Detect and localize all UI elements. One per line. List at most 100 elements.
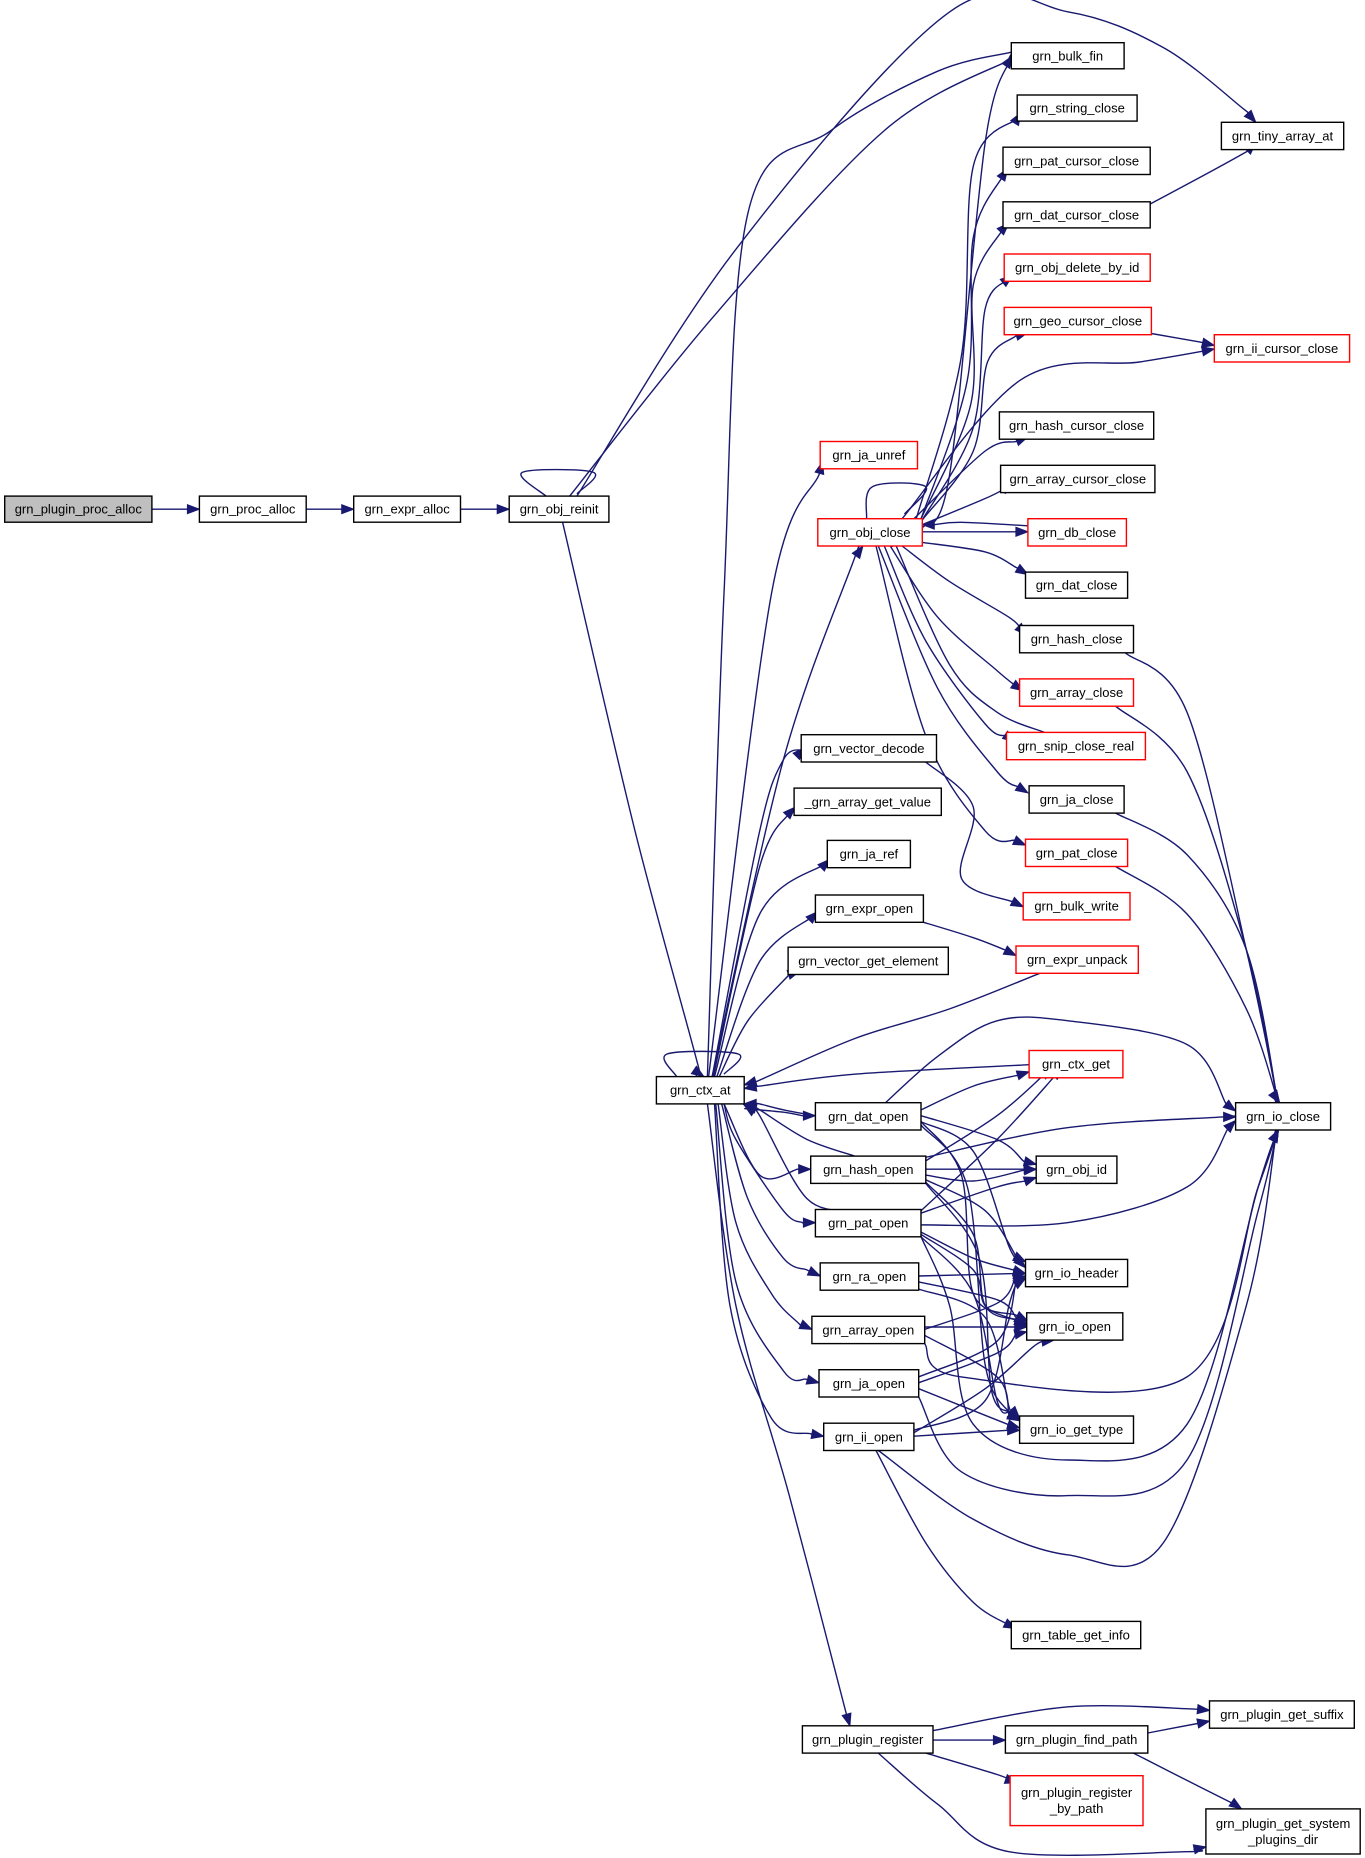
node-box: [787, 946, 949, 976]
function-node-plugin-proc-alloc[interactable]: grn_plugin_proc_alloc: [3, 495, 153, 523]
arrowhead: [1013, 1329, 1029, 1340]
function-node-plugin-find-path[interactable]: grn_plugin_find_path: [1004, 1725, 1149, 1754]
arrowhead: [841, 1712, 852, 1728]
call-edge: [576, 0, 1257, 497]
function-node-ra-open[interactable]: grn_ra_open: [819, 1262, 920, 1291]
function-node-ctx-get[interactable]: grn_ctx_get: [1028, 1049, 1124, 1079]
function-node-io-get-type[interactable]: grn_io_get_type: [1018, 1415, 1135, 1444]
function-node-dat-cursor-close[interactable]: grn_dat_cursor_close: [1002, 201, 1151, 229]
arrowhead: [1022, 1156, 1038, 1167]
node-box: [823, 1422, 915, 1452]
call-edge: [875, 545, 1027, 846]
node-box: [1018, 1415, 1135, 1444]
arrowhead: [1002, 945, 1018, 957]
call-edge: [920, 1121, 1030, 1322]
arrowhead: [1015, 1070, 1031, 1081]
function-node-obj-delete-by-id[interactable]: grn_obj_delete_by_id: [1003, 253, 1151, 282]
function-node-geo-cursor-close[interactable]: grn_geo_cursor_close: [1003, 306, 1153, 336]
function-node-tiny-array-at[interactable]: grn_tiny_array_at: [1220, 121, 1345, 151]
function-node-vector-get-element[interactable]: grn_vector_get_element: [787, 946, 949, 976]
node-label: grn_pat_open: [828, 1216, 908, 1231]
call-edge: [885, 1016, 1237, 1112]
function-node-plugin-get-system-plugins-dir[interactable]: grn_plugin_get_system_plugins_dir: [1205, 1808, 1361, 1855]
function-node-array-close[interactable]: grn_array_close: [1018, 678, 1135, 707]
function-node-expr-alloc[interactable]: grn_expr_alloc: [353, 495, 462, 523]
function-node-ja-open[interactable]: grn_ja_open: [818, 1368, 920, 1398]
edge-line: [922, 541, 1020, 570]
arrowhead: [992, 1734, 1007, 1746]
function-node-expr-open[interactable]: grn_expr_open: [814, 894, 925, 923]
node-box: [1003, 253, 1151, 282]
function-node-ja-close[interactable]: grn_ja_close: [1028, 785, 1125, 814]
call-graph-edges: [151, 0, 1281, 1856]
function-node-array-cursor-close[interactable]: grn_array_cursor_close: [999, 464, 1156, 494]
function-node-ja-unref[interactable]: grn_ja_unref: [819, 440, 919, 470]
function-node-io-header[interactable]: grn_io_header: [1024, 1258, 1129, 1288]
function-node-pat-cursor-close[interactable]: grn_pat_cursor_close: [1002, 146, 1151, 176]
function-node-obj-id[interactable]: grn_obj_id: [1035, 1155, 1118, 1185]
node-label: grn_bulk_fin: [1032, 48, 1103, 63]
function-node-pat-open[interactable]: grn_pat_open: [814, 1208, 922, 1238]
arrowhead: [1007, 1425, 1022, 1436]
function-node-ii-cursor-close[interactable]: grn_ii_cursor_close: [1213, 334, 1351, 363]
function-node-bulk-fin[interactable]: grn_bulk_fin: [1010, 42, 1125, 70]
function-node-pat-close[interactable]: grn_pat_close: [1024, 838, 1129, 868]
node-label: grn_hash_open: [823, 1162, 913, 1177]
function-node-proc-alloc[interactable]: grn_proc_alloc: [198, 495, 307, 523]
function-node-hash-close[interactable]: grn_hash_close: [1018, 624, 1135, 654]
call-edge: [306, 503, 356, 515]
function-node-io-open[interactable]: grn_io_open: [1025, 1312, 1124, 1341]
function-node-ja-ref[interactable]: grn_ja_ref: [826, 839, 912, 869]
edge-line: [715, 1103, 809, 1382]
function-node-snip-close-real[interactable]: grn_snip_close_real: [1005, 731, 1147, 761]
node-label: grn_ctx_get: [1042, 1057, 1110, 1072]
function-node-array-get-value[interactable]: _grn_array_get_value: [793, 787, 942, 817]
arrowhead: [1013, 1255, 1027, 1269]
function-node-dat-close[interactable]: grn_dat_close: [1024, 571, 1129, 599]
function-node-hash-cursor-close[interactable]: grn_hash_cursor_close: [998, 411, 1155, 440]
function-node-hash-open[interactable]: grn_hash_open: [810, 1155, 927, 1185]
edge-line: [865, 482, 928, 519]
call-edge: [920, 1067, 1065, 1212]
function-node-bulk-write[interactable]: grn_bulk_write: [1022, 891, 1131, 921]
function-node-array-open[interactable]: grn_array_open: [811, 1315, 926, 1345]
call-edge: [925, 761, 1025, 908]
function-node-db-close[interactable]: grn_db_close: [1027, 518, 1128, 547]
node-box: [1002, 146, 1151, 176]
call-edge: [520, 468, 597, 497]
node-box: [1016, 94, 1138, 122]
node-label: grn_plugin_proc_alloc: [15, 502, 143, 517]
function-node-ii-open[interactable]: grn_ii_open: [823, 1422, 915, 1452]
function-node-io-close[interactable]: grn_io_close: [1234, 1101, 1332, 1131]
node-box: [1205, 1808, 1361, 1855]
function-node-plugin-register-by-path[interactable]: grn_plugin_register_by_path: [1009, 1774, 1144, 1827]
arrowhead: [810, 1428, 826, 1440]
call-edge: [925, 1111, 1238, 1158]
node-box: [1213, 334, 1351, 363]
edge-line: [1133, 1752, 1238, 1807]
edge-line: [561, 522, 705, 1092]
function-node-string-close[interactable]: grn_string_close: [1016, 94, 1138, 122]
function-node-plugin-get-suffix[interactable]: grn_plugin_get_suffix: [1208, 1700, 1356, 1729]
call-edge: [901, 346, 1216, 520]
function-node-table-get-info[interactable]: grn_table_get_info: [1010, 1620, 1142, 1650]
function-node-ctx-at[interactable]: grn_ctx_at: [655, 1075, 745, 1105]
arrowhead: [1223, 1119, 1237, 1134]
edge-line: [925, 1115, 1235, 1158]
function-node-expr-unpack[interactable]: grn_expr_unpack: [1015, 945, 1140, 974]
call-edge: [918, 1329, 1029, 1384]
function-node-dat-open[interactable]: grn_dat_open: [814, 1101, 922, 1131]
arrowhead: [742, 1081, 758, 1092]
call-edge: [151, 503, 201, 515]
function-node-plugin-register[interactable]: grn_plugin_register: [801, 1725, 934, 1754]
function-node-vector-decode[interactable]: grn_vector_decode: [800, 734, 938, 763]
call-edge: [1151, 332, 1216, 348]
edge-line: [1115, 812, 1280, 1110]
edge-line: [925, 1182, 1012, 1416]
function-node-obj-close[interactable]: grn_obj_close: [817, 518, 923, 547]
call-edge: [913, 1425, 1022, 1437]
edge-line: [706, 49, 1019, 1077]
function-node-obj-reinit[interactable]: grn_obj_reinit: [508, 495, 610, 523]
node-box: [1035, 1155, 1118, 1185]
call-edge: [877, 545, 1030, 794]
